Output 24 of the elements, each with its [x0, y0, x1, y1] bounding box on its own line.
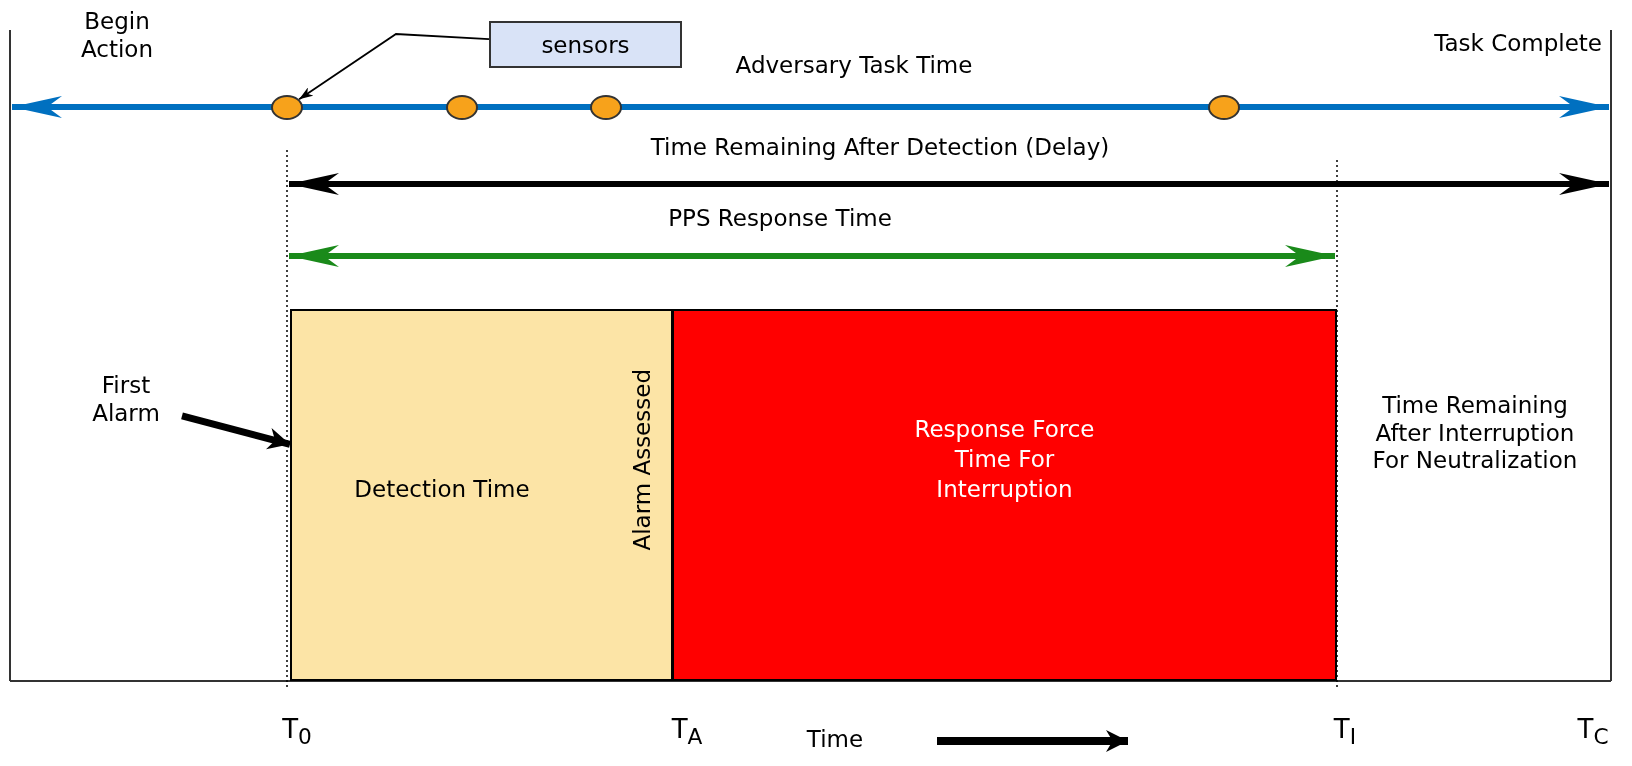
axis-label: Time	[805, 726, 865, 754]
response-time-box	[672, 309, 1337, 681]
box-label: Detection Time	[353, 476, 531, 502]
time-marker-label: T$_{C}$	[1576, 716, 1610, 748]
sensor-dot	[446, 95, 478, 120]
endpoint-label: Task Complete	[1433, 30, 1602, 58]
time-marker-label: T$_{0}$	[281, 716, 313, 748]
time-marker-label: T$_{I}$	[1332, 716, 1358, 748]
sensor-dot	[1208, 95, 1240, 120]
dimension-label: PPS Response Time	[667, 205, 893, 233]
box-label: Response Force Time For Interruption	[913, 415, 1096, 504]
rotated-label: Alarm Assessed	[629, 369, 655, 551]
interval-label: Time Remaining After Interruption For Neutralization	[1371, 392, 1579, 475]
timeline-label: Adversary Task Time	[734, 52, 974, 80]
sensor-dot	[271, 95, 303, 120]
endpoint-label: Begin Action	[79, 8, 154, 64]
leader-line	[298, 33, 490, 101]
time-marker-label: T$_{A}$	[670, 716, 704, 748]
arrow	[181, 412, 291, 450]
annotation-text: First Alarm	[70, 372, 182, 430]
sensor-dot	[590, 95, 622, 120]
sensor-label-box: sensors	[489, 21, 682, 68]
detection-time-box	[290, 309, 673, 681]
dimension-label: Time Remaining After Detection (Delay)	[649, 134, 1111, 162]
